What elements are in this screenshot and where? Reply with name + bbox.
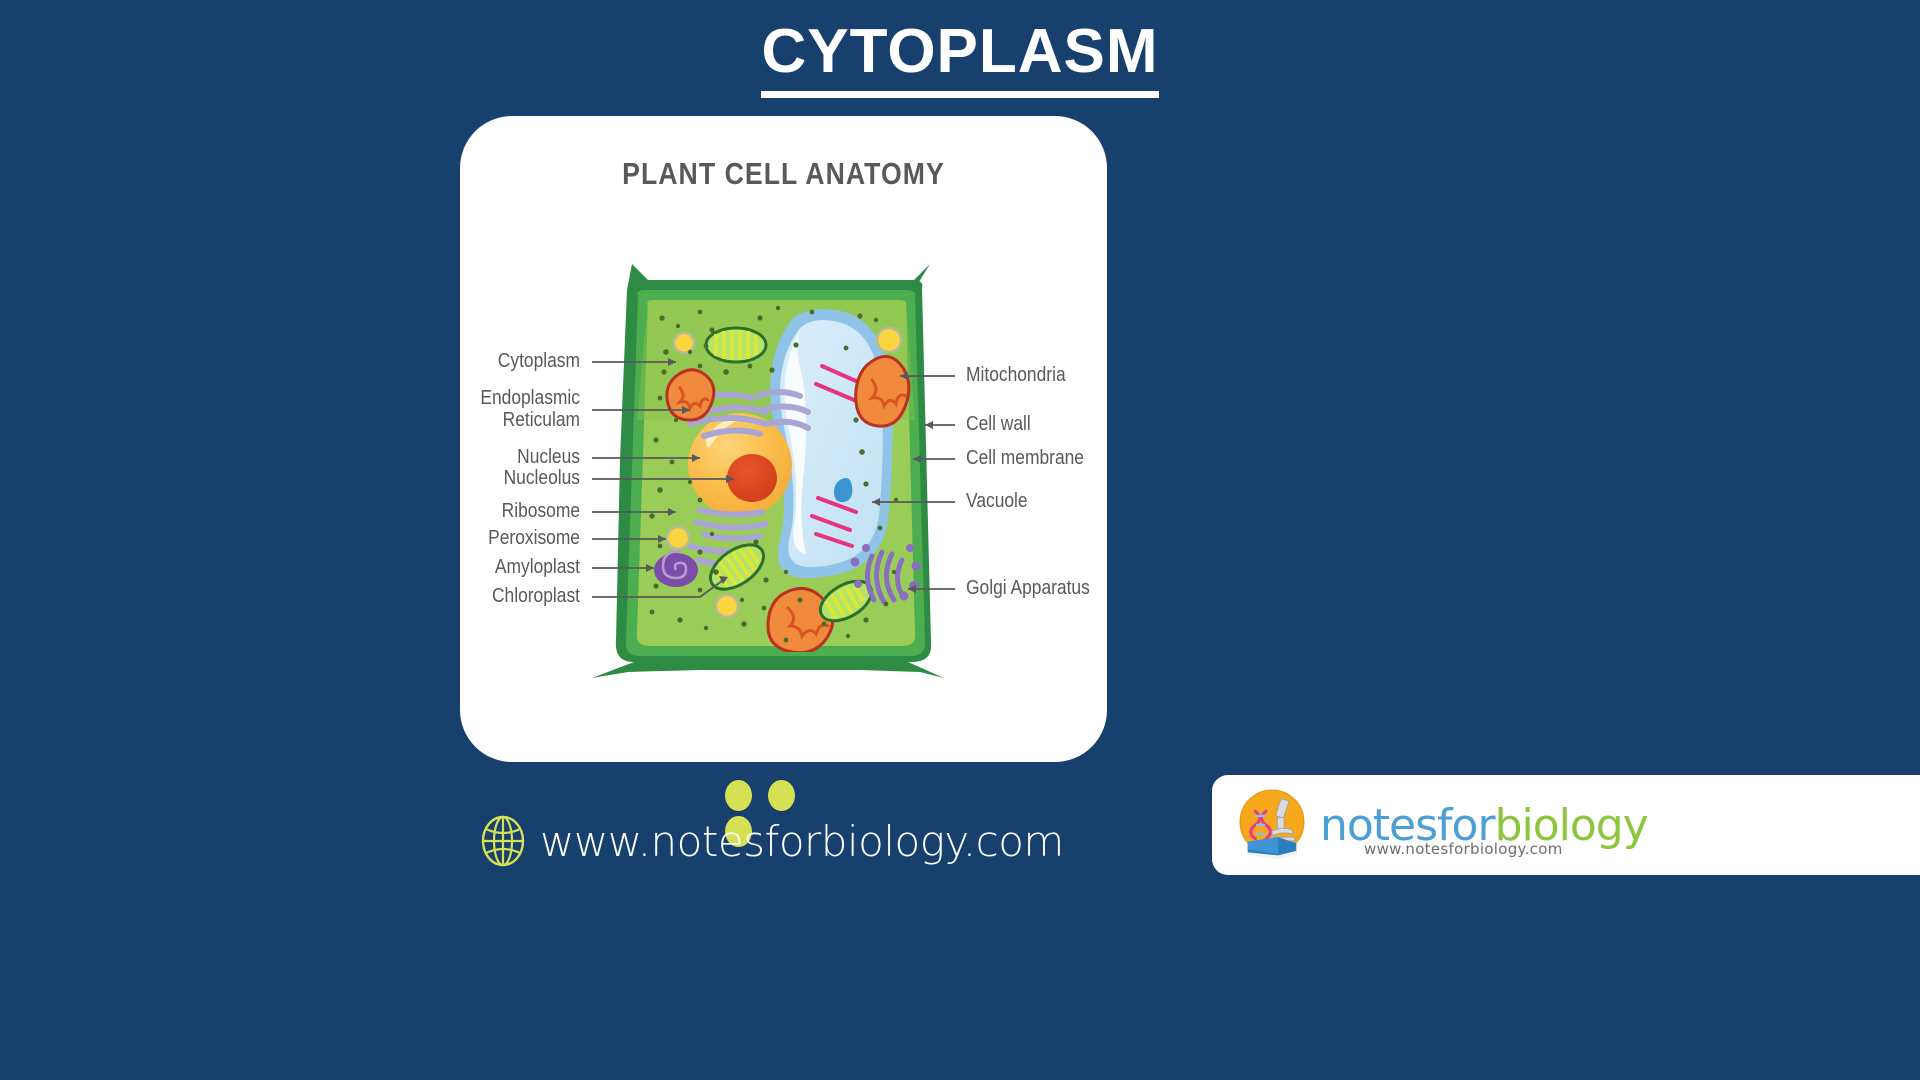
globe-icon	[481, 815, 525, 867]
logo-word-part1: notesfor	[1320, 799, 1496, 851]
logo-badge[interactable]: notesforbiology www.notesforbiology.com	[1212, 775, 1920, 875]
logo-word-part2: biology	[1494, 799, 1649, 851]
label-cell-wall: Cell wall	[966, 413, 1031, 435]
label-cytoplasm: Cytoplasm	[497, 350, 580, 372]
footer-dot-2	[768, 780, 796, 811]
logo-subtitle: www.notesforbiology.com	[1364, 839, 1563, 858]
label-cell-membrane: Cell membrane	[966, 447, 1084, 469]
label-golgi-apparatus: Golgi Apparatus	[966, 577, 1090, 599]
page-title: CYTOPLASM	[0, 16, 1920, 98]
page-title-text: CYTOPLASM	[761, 16, 1159, 98]
label-peroxisome: Peroxisome	[488, 527, 580, 549]
label-mitochondria: Mitochondria	[966, 364, 1066, 386]
label-endoplasmic-line1: Endoplasmic	[480, 387, 580, 409]
label-nucleus: Nucleus	[517, 446, 580, 468]
footer-dot-1	[725, 780, 752, 811]
label-chloroplast: Chloroplast	[491, 585, 580, 607]
label-nucleolus: Nucleolus	[503, 467, 580, 489]
diagram-heading: PLANT CELL ANATOMY	[622, 156, 945, 191]
footer-url-text: www.notesforbiology.com	[540, 816, 1064, 866]
label-endoplasmic-line2: Reticulam	[502, 408, 580, 431]
label-endoplasmic-reticulam: Endoplasmic Reticulam	[406, 387, 580, 431]
diagram-card: PLANT CELL ANATOMY	[460, 116, 1107, 762]
footer-dot-3	[725, 816, 752, 847]
logo-wordmark: notesforbiology www.notesforbiology.com	[1320, 799, 1649, 858]
label-ribosome: Ribosome	[501, 500, 580, 522]
label-amyloplast: Amyloplast	[494, 556, 580, 578]
microscope-dna-book-icon	[1239, 789, 1305, 860]
label-vacuole: Vacuole	[966, 490, 1028, 512]
footer-dots	[725, 780, 845, 847]
footer-url[interactable]: www.notesforbiology.com	[480, 812, 1064, 870]
